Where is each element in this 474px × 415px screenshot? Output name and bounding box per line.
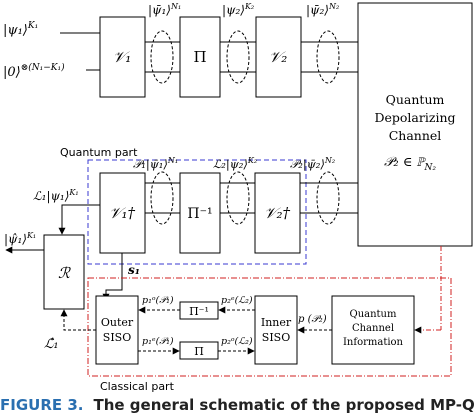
input-psi1-label: |ψ₁⟩K₁ bbox=[3, 21, 38, 38]
bar-psi2-label: |ψ̄₂⟩N₂ bbox=[306, 2, 339, 17]
outer-siso-line-2: SISO bbox=[103, 331, 131, 344]
encoder-row: |ψ₁⟩K₁ |0⟩⊗(N₁−K₁) 𝒱₁ |ψ̄₁⟩N₁ Π |ψ₂⟩K₂ 𝒱… bbox=[3, 2, 358, 98]
wire-outer-to-recovery bbox=[60, 309, 96, 331]
qci-line-1: Quantum bbox=[350, 309, 398, 320]
figure-caption-text: The general schematic of the proposed MP… bbox=[93, 396, 474, 414]
channel-line-1: Quantum bbox=[386, 92, 445, 107]
inner-siso-block bbox=[254, 295, 298, 365]
v2-gate-label: 𝒱₂ bbox=[269, 48, 288, 66]
classical-part-border bbox=[87, 277, 452, 377]
quantum-part-label: Quantum part bbox=[60, 146, 138, 159]
classical-part: Classical part Outer SISO Inner SISO Π⁻¹… bbox=[44, 246, 452, 393]
v1-gate bbox=[99, 16, 146, 98]
l2-psi2-label: ℒ₂|ψ₂⟩K₂ bbox=[213, 156, 257, 172]
figure-number: FIGURE 3. bbox=[0, 396, 84, 414]
quantum-part: Quantum part 𝒫₂|ψ̄₂⟩N₂ 𝒱₂† ℒ₂|ψ₂⟩K₂ Π⁻¹ … bbox=[33, 146, 358, 265]
l1-hat-label: ℒ̂₁ bbox=[44, 337, 59, 352]
qci-line-2: Channel bbox=[352, 323, 394, 334]
channel-line-2: Depolarizing bbox=[374, 110, 455, 125]
input-zero-label: |0⟩⊗(N₁−K₁) bbox=[3, 62, 65, 80]
bundle-psi2 bbox=[226, 30, 250, 84]
recovery-operator bbox=[43, 234, 85, 310]
bundle-bar-psi1 bbox=[150, 30, 174, 84]
wire-v1dag-recovery bbox=[58, 204, 100, 235]
pi-inverse-gate bbox=[179, 172, 221, 254]
outer-siso-block bbox=[95, 295, 139, 365]
v2-dagger-label: 𝒱₂† bbox=[264, 204, 291, 222]
wire-syndrome-s1 bbox=[102, 253, 123, 301]
qci-line-3: Information bbox=[343, 337, 404, 348]
po-l2-label: p₂ᵒ(ℒ₂) bbox=[221, 336, 253, 347]
pe-p1-label: p₁ᵉ(𝒫₁) bbox=[142, 336, 174, 347]
recovery-label: ℛ bbox=[58, 264, 71, 282]
output-hat-psi1-label: |ψ̂₁⟩K₁ bbox=[4, 231, 36, 246]
v1-dagger-label: 𝒱₁† bbox=[109, 204, 136, 222]
l1-psi1-label: ℒ₁|ψ₁⟩K₁ bbox=[33, 188, 79, 203]
outer-siso-line-1: Outer bbox=[101, 316, 134, 329]
inner-siso-line-2: SISO bbox=[262, 331, 290, 344]
figure-caption: FIGURE 3. The general schematic of the pr… bbox=[0, 396, 474, 415]
pi-gate-label: Π bbox=[193, 48, 206, 66]
bundle-p1-bar-psi1 bbox=[150, 171, 174, 225]
bundle-l2-psi2 bbox=[226, 171, 250, 225]
inner-siso-line-1: Inner bbox=[261, 316, 292, 329]
v2-dagger-gate bbox=[254, 172, 301, 254]
psi2-label: |ψ₂⟩K₂ bbox=[222, 2, 254, 17]
channel-line-3: Channel bbox=[389, 128, 442, 143]
quantum-channel-information-block bbox=[331, 295, 415, 365]
v1-gate-label: 𝒱₁ bbox=[113, 48, 132, 66]
channel-formula: 𝒫₂ ∈ ℙN₂ bbox=[384, 155, 436, 173]
pi-inverse-classical-label: Π⁻¹ bbox=[189, 305, 209, 318]
classical-part-label: Classical part bbox=[100, 380, 175, 393]
pe-l2-label: p₂ᵉ(ℒ₂) bbox=[221, 295, 253, 306]
quantum-part-border bbox=[87, 159, 307, 265]
pi-gate bbox=[179, 16, 221, 98]
po-p1-label: p₁ᵒ(𝒫₁) bbox=[142, 295, 174, 306]
bundle-bar-psi2 bbox=[316, 30, 340, 84]
p1-bar-psi1-label: 𝒫₁|ψ̄₁⟩N₁ bbox=[133, 156, 178, 172]
quantum-depolarizing-channel bbox=[357, 2, 473, 247]
p2-bar-psi2-label: 𝒫₂|ψ̄₂⟩N₂ bbox=[290, 156, 335, 172]
recovery-block: ℛ |ψ̂₁⟩K₁ s₁ bbox=[4, 204, 140, 310]
bundle-p2-bar-psi2 bbox=[316, 171, 340, 225]
channel-block: Quantum Depolarizing Channel 𝒫₂ ∈ ℙN₂ bbox=[357, 2, 473, 247]
pi-classical-label: Π bbox=[194, 345, 204, 358]
bar-psi1-label: |ψ̄₁⟩N₁ bbox=[148, 2, 181, 17]
pi-inverse-label: Π⁻¹ bbox=[187, 206, 212, 222]
v2-gate bbox=[255, 16, 302, 98]
syndrome-s1-label: s₁ bbox=[128, 263, 140, 277]
p-p2-label: p (𝒫₂) bbox=[298, 314, 327, 325]
v1-dagger-gate bbox=[99, 172, 146, 254]
